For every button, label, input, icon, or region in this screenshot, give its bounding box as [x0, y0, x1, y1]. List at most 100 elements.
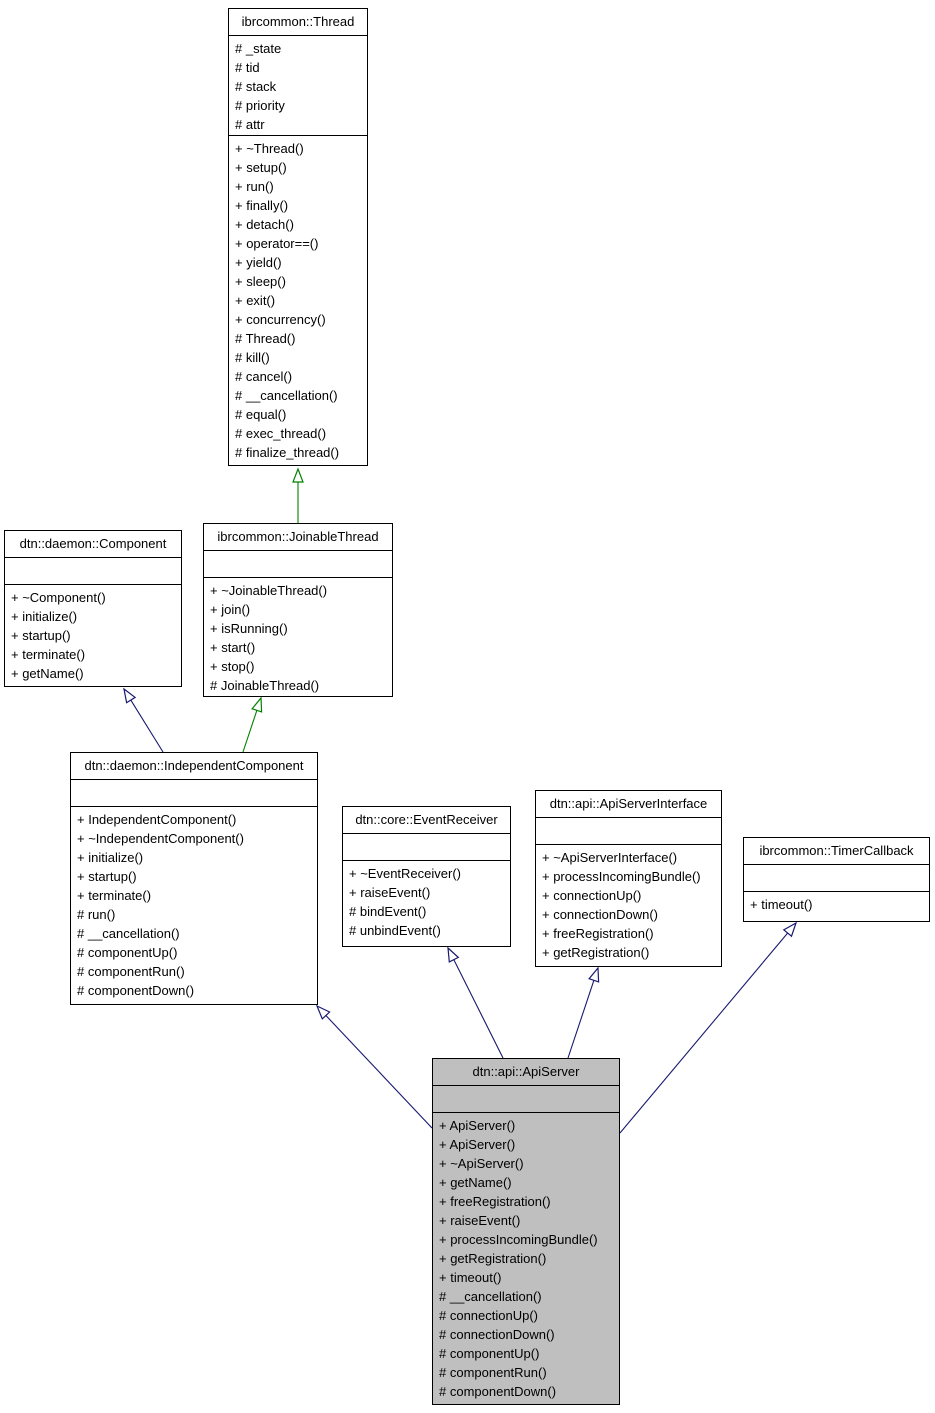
member-row: + ~Thread() — [235, 141, 304, 156]
member-row: # _state — [235, 41, 282, 56]
member-row: + operator==() — [235, 236, 319, 251]
member-row: + ~Component() — [11, 590, 106, 605]
member-row: + start() — [210, 640, 256, 655]
member-row: # exec_thread() — [235, 426, 327, 441]
member-row: # connectionDown() — [439, 1327, 555, 1342]
member-row: + ~ApiServerInterface() — [542, 850, 678, 865]
member-row: + terminate() — [77, 888, 152, 903]
member-row: + run() — [235, 179, 274, 194]
member-row: # componentRun() — [439, 1365, 547, 1380]
member-row: # componentUp() — [439, 1346, 540, 1361]
member-row: + exit() — [235, 293, 276, 308]
class-box-independentcomponent[interactable]: dtn::daemon::IndependentComponent + Inde… — [70, 752, 318, 1005]
class-attributes — [5, 558, 181, 585]
member-row: + ~JoinableThread() — [210, 583, 328, 598]
member-row: # __cancellation() — [77, 926, 180, 941]
class-methods: + timeout() — [744, 892, 929, 921]
member-row: + getRegistration() — [439, 1251, 547, 1266]
member-row: + ~EventReceiver() — [349, 866, 461, 881]
edge-apiserver-to-eventreceiver — [447, 946, 504, 1059]
class-title: dtn::daemon::IndependentComponent — [71, 753, 317, 780]
member-row: + stop() — [210, 659, 255, 674]
member-row: + terminate() — [11, 647, 86, 662]
class-methods: + ~Thread() + setup() + run() + finally() + … — [229, 136, 367, 465]
member-row: # Thread() — [235, 331, 296, 346]
edge-apiserver-to-timercallback — [619, 921, 798, 1134]
edge-joinablethread-to-thread — [292, 467, 304, 523]
member-row: + startup() — [11, 628, 71, 643]
class-title: dtn::daemon::Component — [5, 531, 181, 558]
member-row: + ApiServer() — [439, 1137, 516, 1152]
member-row: + connectionUp() — [542, 888, 642, 903]
member-row: # componentDown() — [439, 1384, 557, 1399]
member-row: + detach() — [235, 217, 294, 232]
member-row: # __cancellation() — [439, 1289, 542, 1304]
member-row: + sleep() — [235, 274, 286, 289]
member-row: # attr — [235, 117, 265, 132]
member-row: # unbindEvent() — [349, 923, 441, 938]
member-row: # equal() — [235, 407, 287, 422]
member-row: # finalize_thread() — [235, 445, 340, 460]
member-row: + connectionDown() — [542, 907, 658, 922]
member-row: + ~ApiServer() — [439, 1156, 524, 1171]
class-title: dtn::api::ApiServer — [433, 1059, 619, 1086]
class-box-joinablethread[interactable]: ibrcommon::JoinableThread + ~JoinableThr… — [203, 523, 393, 697]
class-box-component[interactable]: dtn::daemon::Component + ~Component()+ i… — [4, 530, 182, 687]
member-row: + setup() — [235, 160, 287, 175]
class-title: dtn::core::EventReceiver — [343, 807, 510, 834]
member-row: # componentUp() — [77, 945, 178, 960]
member-row: + raiseEvent() — [439, 1213, 521, 1228]
class-methods: + IndependentComponent()+ ~IndependentCo… — [71, 807, 317, 1004]
member-row: # run() — [77, 907, 116, 922]
member-row: + timeout() — [439, 1270, 502, 1285]
member-row: + ~IndependentComponent() — [77, 831, 244, 846]
member-row: + join() — [210, 602, 251, 617]
edge-independentcomponent-to-joinablethread — [242, 696, 263, 753]
edge-apiserver-to-independentcomponent — [315, 1004, 433, 1129]
member-row: + startup() — [77, 869, 137, 884]
class-box-apiserver[interactable]: dtn::api::ApiServer + ApiServer()+ ApiSe… — [432, 1058, 620, 1405]
member-row: # componentRun() — [77, 964, 185, 979]
class-attributes — [536, 818, 721, 845]
class-title: ibrcommon::TimerCallback — [744, 838, 929, 865]
member-row: + processIncomingBundle() — [439, 1232, 598, 1247]
member-row: + processIncomingBundle() — [542, 869, 701, 884]
member-row: + finally() — [235, 198, 289, 213]
member-row: + timeout() — [750, 897, 813, 912]
member-row: + raiseEvent() — [349, 885, 431, 900]
class-attributes: # _state# tid# stack# priority# attr — [229, 36, 367, 136]
class-box-eventreceiver[interactable]: dtn::core::EventReceiver + ~EventReceive… — [342, 806, 511, 947]
member-row: # connectionUp() — [439, 1308, 538, 1323]
class-methods: + ~EventReceiver()+ raiseEvent()# bindEv… — [343, 861, 510, 946]
class-attributes — [343, 834, 510, 861]
edge-independentcomponent-to-component — [123, 687, 164, 753]
member-row: + getRegistration() — [542, 945, 650, 960]
member-row: + getName() — [11, 666, 84, 681]
class-methods: + ~JoinableThread() + join() + isRunning()… — [204, 578, 392, 698]
member-row: + getName() — [439, 1175, 512, 1190]
class-box-thread[interactable]: ibrcommon::Thread # _state# tid# stack# … — [228, 8, 368, 466]
member-row: + concurrency() — [235, 312, 326, 327]
class-title: dtn::api::ApiServerInterface — [536, 791, 721, 818]
member-row: + isRunning() — [210, 621, 288, 636]
class-title: ibrcommon::JoinableThread — [204, 524, 392, 551]
member-row: + yield() — [235, 255, 282, 270]
member-row: # kill() — [235, 350, 270, 365]
class-attributes — [204, 551, 392, 578]
class-box-apiserverinterface[interactable]: dtn::api::ApiServerInterface + ~ApiServe… — [535, 790, 722, 967]
member-row: # tid — [235, 60, 260, 75]
member-row: + initialize() — [77, 850, 144, 865]
member-row: # cancel() — [235, 369, 293, 384]
member-row: # JoinableThread() — [210, 678, 320, 693]
member-row: # componentDown() — [77, 983, 195, 998]
edge-apiserver-to-apiserverinterface — [567, 966, 600, 1059]
class-methods: + ~Component()+ initialize()+ startup()+… — [5, 585, 181, 686]
class-methods: + ApiServer() + ApiServer() + ~ApiServer()… — [433, 1113, 619, 1404]
member-row: + ApiServer() — [439, 1118, 516, 1133]
class-box-timercallback[interactable]: ibrcommon::TimerCallback + timeout() — [743, 837, 930, 922]
class-attributes — [433, 1086, 619, 1113]
class-methods: + ~ApiServerInterface() + processIncoming… — [536, 845, 721, 966]
class-attributes — [71, 780, 317, 807]
